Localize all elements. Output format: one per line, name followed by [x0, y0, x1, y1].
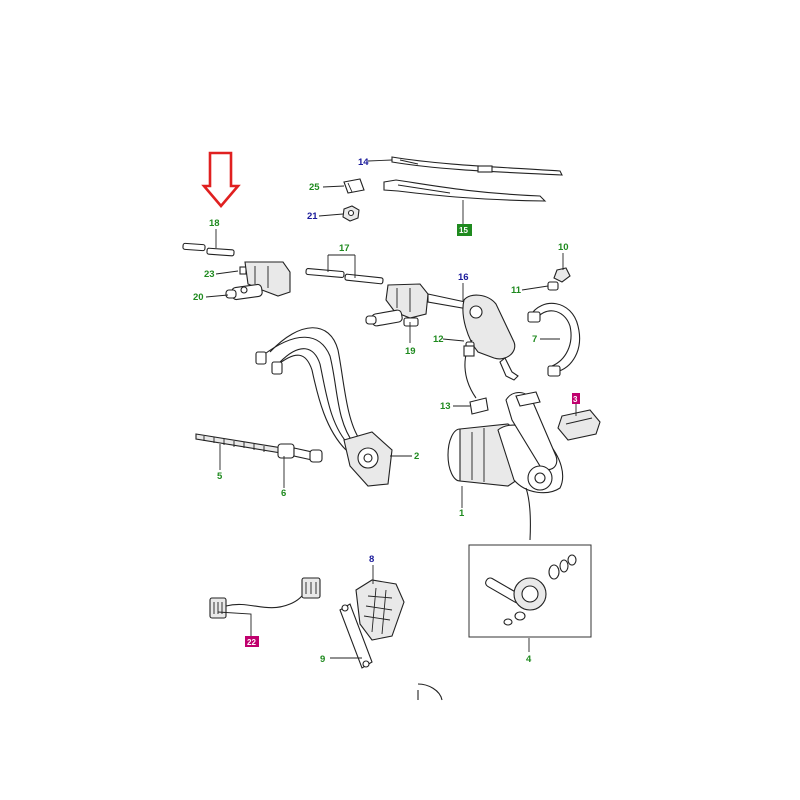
callout-23: 23: [204, 269, 215, 280]
wiper-arm: [383, 179, 547, 202]
callout-15-box: [457, 224, 472, 236]
callout-10: 10: [558, 242, 569, 253]
callout-labels: 18 14 25 21 17 23 20 16 19 12 10 11 7 13…: [193, 157, 580, 665]
wiper-motor: [447, 391, 564, 541]
callout-4: 4: [526, 654, 532, 665]
callout-9: 9: [320, 654, 325, 665]
nut: [342, 205, 360, 222]
mounting-bolt: [547, 267, 571, 291]
leader-lines: [205, 159, 577, 659]
callout-1: 1: [459, 508, 465, 519]
wheelbox-right: [365, 283, 471, 327]
callout-2: 2: [414, 451, 419, 462]
wiring-harness: [255, 327, 393, 487]
callout-7: 7: [532, 334, 537, 345]
callout-11: 11: [511, 285, 522, 296]
callout-15: 15: [459, 226, 468, 235]
drive-rods-left: [182, 242, 235, 257]
callout-20: 20: [193, 292, 204, 303]
callout-13: 13: [440, 401, 451, 412]
rubber-grommet: [557, 409, 601, 441]
harness-clip: [469, 397, 489, 415]
callout-21: 21: [307, 211, 318, 222]
callout-18: 18: [209, 218, 220, 229]
gear-kit: [468, 544, 592, 638]
highlight-arrow: [201, 151, 241, 209]
mounting-strap: [527, 302, 580, 377]
wiper-blade: [391, 156, 563, 176]
cable-ferrule: [277, 443, 323, 463]
callout-25: 25: [309, 182, 320, 193]
drive-rods-middle: [305, 267, 384, 285]
link-lead: [209, 577, 321, 619]
callout-14: 14: [358, 157, 369, 168]
callout-19: 19: [405, 346, 416, 357]
connector-plug: [463, 345, 475, 357]
retaining-clip: [239, 266, 247, 275]
callout-6: 6: [281, 488, 286, 499]
partial-part: [417, 683, 443, 701]
callout-16: 16: [458, 272, 469, 283]
callout-8: 8: [369, 554, 374, 565]
callout-17: 17: [339, 243, 350, 254]
mounting-bracket: [339, 579, 405, 669]
callout-3: 3: [573, 395, 578, 404]
callout-22: 22: [247, 638, 256, 647]
callout-5: 5: [217, 471, 223, 482]
drive-cable: [195, 433, 283, 454]
callout-3-box: [572, 393, 580, 404]
callout-12: 12: [433, 334, 444, 345]
callout-22-box: [245, 636, 259, 647]
wheelbox-left: [225, 261, 291, 301]
arm-cap: [343, 178, 365, 194]
motor-gearbox: [462, 294, 519, 399]
